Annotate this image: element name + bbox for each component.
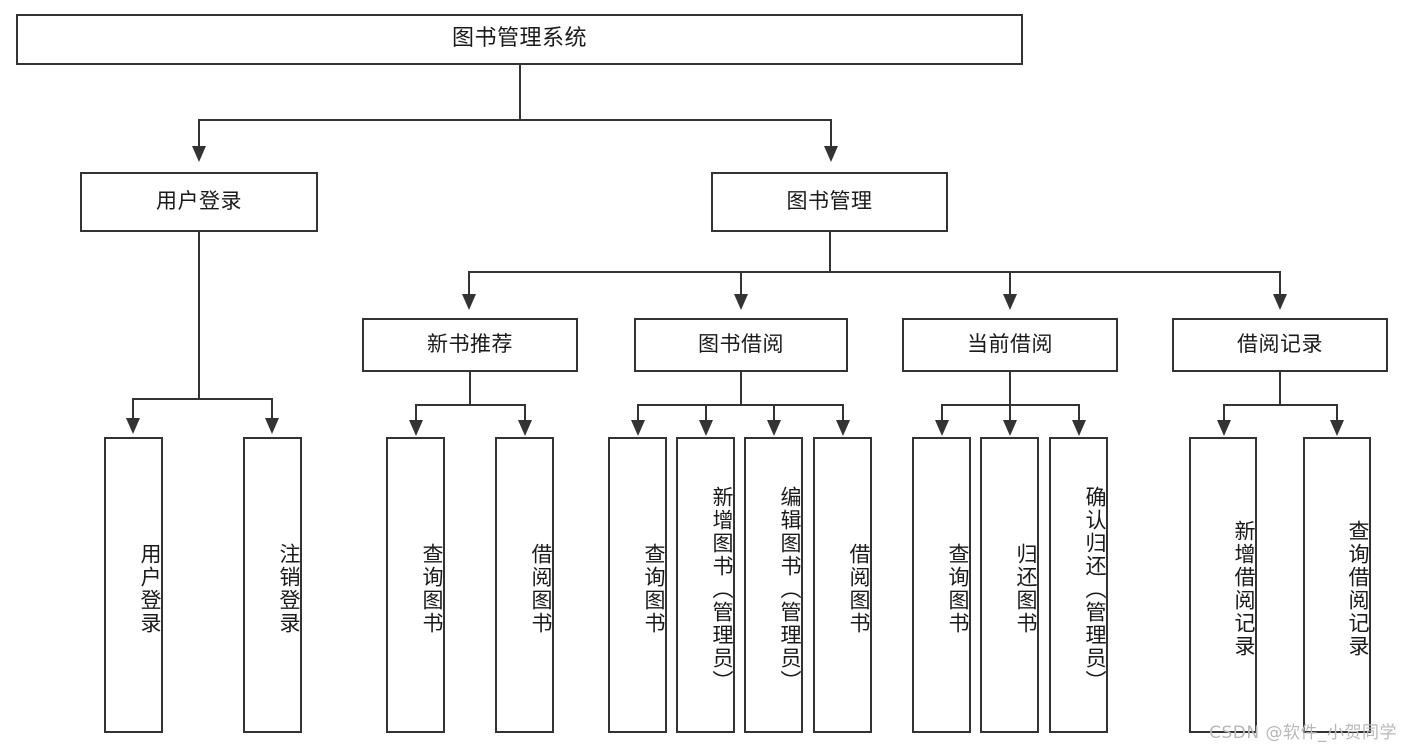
arrowhead-book-mgmt [824,146,838,162]
node-label: 图书借阅 [698,332,784,357]
leaf-query-book-newbook[interactable]: 查询图书 [386,437,445,733]
edge-userlogin-bus [132,398,272,400]
edge-bookborrow-drop-3 [773,404,775,422]
arrowhead-leaf-borrow-book-1 [518,420,532,436]
arrowhead-leaf-add-book [699,420,713,436]
edge-newbook-drop-2 [524,404,526,422]
edge-root-to-user-login [198,119,200,149]
edge-userlogin-drop-2 [271,398,273,420]
node-root-system[interactable]: 图书管理系统 [16,14,1023,65]
edge-bookborrow-stem [740,372,742,406]
leaf-label: 借阅图书 [847,543,871,635]
arrowhead-leaf-query-record [1330,420,1344,436]
arrowhead-new-book [462,294,476,310]
leaf-return-book[interactable]: 归还图书 [980,437,1039,733]
edge-currentborrow-stem [1009,372,1011,406]
edge-borrowrecords-bus [1223,404,1338,406]
edge-userlogin-drop-1 [132,398,134,420]
csdn-watermark: CSDN @软件_小贺同学 [1209,723,1397,743]
leaf-label: 借阅图书 [529,543,553,635]
leaf-label: 新增借阅记录 [1232,520,1256,658]
node-user-login[interactable]: 用户登录 [80,172,318,232]
leaf-label: 编辑图书（管理员） [778,485,802,693]
leaf-label: 查询图书 [420,543,444,635]
edge-userlogin-stem [198,232,200,400]
edge-root-bus [198,119,832,121]
arrowhead-leaf-user-login [126,418,140,434]
leaf-label: 确认归还（管理员） [1083,485,1107,693]
edge-borrowrecords-stem [1279,372,1281,406]
edge-bookmgmt-drop-records [1279,271,1281,297]
leaf-user-login[interactable]: 用户登录 [104,437,163,733]
arrowhead-current-borrow [1003,294,1017,310]
arrowhead-leaf-query-book-3 [935,420,949,436]
node-book-management[interactable]: 图书管理 [711,172,948,232]
edge-currentborrow-drop-3 [1078,404,1080,422]
leaf-label: 查询图书 [642,543,666,635]
arrowhead-book-borrow [734,294,748,310]
leaf-borrow-book-newbook[interactable]: 借阅图书 [495,437,554,733]
edge-bookborrow-bus [637,404,844,406]
leaf-label: 新增图书（管理员） [710,485,734,693]
node-label: 借阅记录 [1237,332,1323,357]
arrowhead-leaf-logout [265,418,279,434]
leaf-borrow-book-borrow[interactable]: 借阅图书 [813,437,872,733]
arrowhead-leaf-edit-book [767,420,781,436]
node-label: 新书推荐 [427,332,513,357]
edge-bookborrow-drop-1 [637,404,639,422]
leaf-query-book-current[interactable]: 查询图书 [912,437,971,733]
edge-currentborrow-drop-1 [941,404,943,422]
edge-borrowrecords-drop-2 [1336,404,1338,422]
node-book-borrow[interactable]: 图书借阅 [634,318,848,372]
leaf-label: 注销登录 [277,543,301,635]
arrowhead-leaf-confirm-return [1072,420,1086,436]
node-new-book-recommend[interactable]: 新书推荐 [362,318,578,372]
node-label: 图书管理系统 [451,26,587,52]
leaf-add-book-admin[interactable]: 新增图书（管理员） [676,437,735,733]
node-label: 用户登录 [156,189,242,214]
edge-newbook-drop-1 [415,404,417,422]
node-label: 图书管理 [786,189,873,214]
edge-newbook-stem [469,372,471,406]
arrowhead-leaf-query-book-1 [409,420,423,436]
edge-bookmgmt-drop-current [1009,271,1011,297]
edge-borrowrecords-drop-1 [1223,404,1225,422]
leaf-edit-book-admin[interactable]: 编辑图书（管理员） [744,437,803,733]
leaf-query-borrow-record[interactable]: 查询借阅记录 [1303,437,1371,733]
leaf-confirm-return-admin[interactable]: 确认归还（管理员） [1049,437,1108,733]
leaf-query-book-borrow[interactable]: 查询图书 [608,437,667,733]
edge-root-stem [519,65,521,119]
arrowhead-leaf-query-book-2 [631,420,645,436]
arrowhead-leaf-add-record [1217,420,1231,436]
edge-bookmgmt-drop-borrow [740,271,742,297]
edge-root-to-book-mgmt [830,119,832,149]
arrowhead-borrow-records [1273,294,1287,310]
edge-newbook-bus [415,404,526,406]
node-current-borrow[interactable]: 当前借阅 [902,318,1118,372]
node-borrow-records[interactable]: 借阅记录 [1172,318,1388,372]
edge-bookmgmt-stem [829,232,831,272]
leaf-label: 查询借阅记录 [1346,520,1370,658]
leaf-label: 归还图书 [1014,543,1038,635]
leaf-label: 查询图书 [946,543,970,635]
leaf-label: 用户登录 [138,543,162,635]
edge-bookmgmt-bus [468,271,1280,273]
edge-bookmgmt-drop-newbook [468,271,470,297]
node-label: 当前借阅 [967,332,1053,357]
arrowhead-user-login [192,146,206,162]
arrowhead-leaf-borrow-book-2 [836,420,850,436]
edge-bookborrow-drop-4 [842,404,844,422]
edge-currentborrow-drop-2 [1009,404,1011,422]
leaf-add-borrow-record[interactable]: 新增借阅记录 [1189,437,1257,733]
arrowhead-leaf-return-book [1003,420,1017,436]
leaf-logout[interactable]: 注销登录 [243,437,302,733]
edge-bookborrow-drop-2 [705,404,707,422]
